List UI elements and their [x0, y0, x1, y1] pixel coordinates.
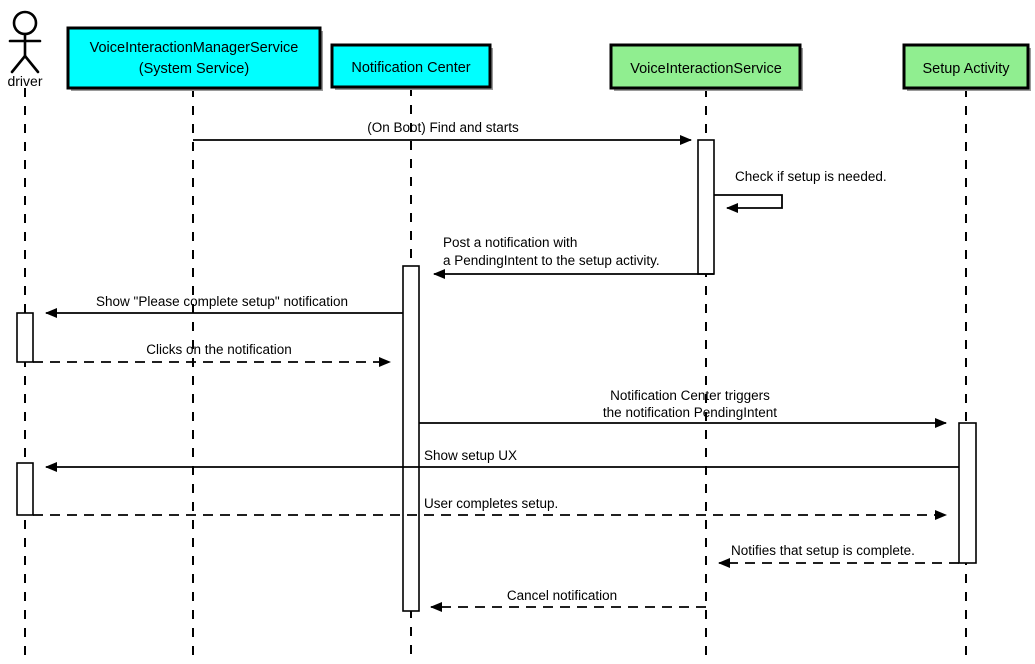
participant-vims-label-line1: VoiceInteractionManagerService [90, 40, 299, 56]
participant-setup-activity[interactable]: Setup Activity [902, 43, 1031, 91]
actor-leg-right-icon [23, 54, 40, 74]
message-label: Notifies that setup is complete. [731, 543, 915, 558]
message-label: Clicks on the notification [146, 342, 292, 357]
activations-group [16, 139, 977, 612]
participant-notification-center-label: Notification Center [351, 60, 470, 76]
activation-driver-2 [16, 462, 34, 516]
message-show-please-complete-setup-notification: Show "Please complete setup" notificatio… [45, 294, 403, 318]
participant-vims-label-line2: (System Service) [139, 61, 249, 77]
message-clicks-on-the-notification: Clicks on the notification [33, 342, 391, 367]
participant-setup-activity-label: Setup Activity [922, 61, 1010, 77]
message-self-loop-path [714, 194, 783, 213]
message-cancel-notification: Cancel notification [430, 588, 706, 612]
message-label: User completes setup. [424, 496, 558, 511]
message-label-line2: a PendingIntent to the setup activity. [443, 253, 660, 268]
participant-voice-interaction-service-box [609, 43, 802, 90]
participant-voice-interaction-service-label: VoiceInteractionService [630, 61, 782, 77]
actor-leg-left-icon [10, 54, 27, 74]
activation-notification-center [402, 265, 420, 612]
message-label: Show setup UX [424, 448, 517, 463]
message-check-if-setup-is-needed: Check if setup is needed. [714, 169, 887, 213]
message-notifies-that-setup-is-complete: Notifies that setup is complete. [718, 543, 959, 568]
message-label: Check if setup is needed. [735, 169, 887, 184]
message-show-setup-ux: Show setup UX [45, 448, 959, 472]
message-label: Cancel notification [507, 588, 617, 603]
message-label-line2: the notification PendingIntent [603, 405, 777, 420]
message-on-boot-find-and-starts: (On Boot) Find and starts [193, 120, 692, 145]
message-post-notification-with-pendingintent: Post a notification with a PendingIntent… [433, 235, 714, 279]
message-label-line1: Post a notification with [443, 235, 577, 250]
message-label-line1: Notification Center triggers [610, 388, 770, 403]
participant-voice-interaction-service[interactable]: VoiceInteractionService [609, 43, 803, 91]
participant-notification-center-box [330, 43, 492, 89]
actor-driver[interactable]: driver [7, 10, 43, 89]
message-label: (On Boot) Find and starts [367, 120, 519, 135]
activation-driver-1 [16, 312, 34, 363]
participant-vims-box [66, 26, 322, 90]
activation-voice-interaction-service [697, 139, 715, 275]
message-label: Show "Please complete setup" notificatio… [96, 294, 348, 309]
participant-vims[interactable]: VoiceInteractionManagerService (System S… [66, 26, 323, 91]
message-user-completes-setup: User completes setup. [33, 496, 947, 520]
activation-setup-activity [958, 422, 977, 564]
actor-driver-label: driver [7, 73, 42, 89]
participant-notification-center[interactable]: Notification Center [330, 43, 493, 90]
message-notification-center-triggers-pendingintent: Notification Center triggers the notific… [419, 388, 947, 428]
actor-head-icon [12, 10, 38, 36]
participant-setup-activity-box [902, 43, 1030, 90]
